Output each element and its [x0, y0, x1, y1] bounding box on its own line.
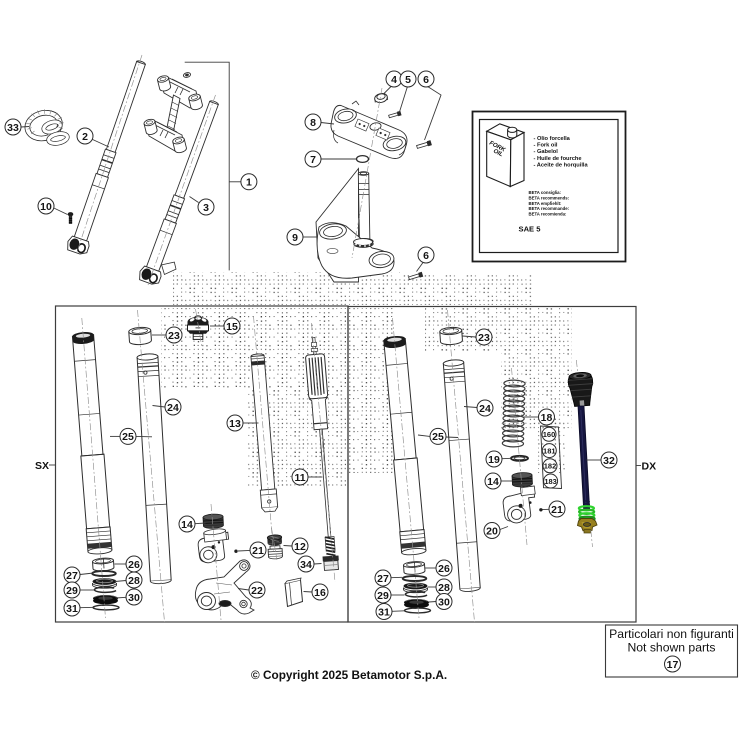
svg-text:26: 26 [438, 563, 450, 575]
svg-text:DX: DX [642, 461, 657, 473]
svg-text:Particolari non figuranti: Particolari non figuranti [609, 627, 734, 641]
svg-text:23: 23 [478, 332, 490, 344]
svg-text:BETA recommande:: BETA recommande: [529, 206, 570, 211]
svg-text:BETA recomienda:: BETA recomienda: [529, 212, 568, 217]
svg-text:6: 6 [423, 250, 429, 262]
svg-text:SAE 5: SAE 5 [519, 225, 542, 234]
svg-text:11: 11 [294, 472, 305, 484]
svg-text:2: 2 [82, 131, 88, 143]
svg-text:24: 24 [479, 403, 491, 415]
svg-text:19: 19 [488, 454, 500, 466]
svg-text:27: 27 [377, 573, 389, 585]
svg-text:© Copyright 2025 Betamotor S.p: © Copyright 2025 Betamotor S.p.A. [251, 668, 447, 682]
svg-text:22: 22 [251, 585, 263, 597]
svg-text:32: 32 [603, 455, 615, 467]
svg-text:17: 17 [667, 659, 679, 671]
svg-text:10: 10 [40, 201, 52, 213]
svg-text:181: 181 [543, 447, 556, 456]
svg-text:27: 27 [66, 570, 78, 582]
svg-text:24: 24 [167, 402, 179, 414]
svg-text:BETA recommends:: BETA recommends: [529, 195, 570, 200]
svg-text:3: 3 [203, 202, 209, 214]
svg-text:- Olio forcella: - Olio forcella [534, 136, 571, 142]
svg-text:182: 182 [544, 462, 557, 471]
svg-text:- Aceite de horquilla: - Aceite de horquilla [534, 162, 589, 168]
svg-text:21: 21 [252, 545, 264, 557]
svg-text:34: 34 [300, 559, 312, 571]
svg-text:12: 12 [294, 541, 306, 553]
svg-text:28: 28 [128, 575, 140, 587]
svg-text:5: 5 [405, 74, 411, 86]
svg-text:30: 30 [128, 592, 140, 604]
svg-text:Not shown parts: Not shown parts [627, 641, 715, 655]
svg-text:31: 31 [378, 606, 390, 618]
svg-text:28: 28 [438, 582, 450, 594]
svg-text:14: 14 [181, 519, 193, 531]
svg-text:29: 29 [66, 585, 78, 597]
svg-text:30: 30 [438, 596, 450, 608]
svg-text:33: 33 [7, 122, 19, 134]
svg-text:23: 23 [168, 330, 180, 342]
svg-text:- Gabelol: - Gabelol [534, 149, 559, 155]
svg-text:13: 13 [229, 418, 241, 430]
svg-text:1: 1 [246, 177, 252, 189]
svg-text:- Huile de fourche: - Huile de fourche [534, 156, 582, 162]
svg-text:160: 160 [543, 430, 556, 439]
svg-text:BETA empfiehlt:: BETA empfiehlt: [529, 201, 563, 206]
svg-text:14: 14 [487, 476, 499, 488]
svg-text:183: 183 [544, 477, 557, 486]
svg-text:26: 26 [128, 559, 140, 571]
svg-text:OIL: OIL [492, 148, 504, 158]
svg-text:9: 9 [292, 232, 298, 244]
svg-text:8: 8 [310, 117, 316, 129]
svg-text:29: 29 [377, 590, 389, 602]
svg-text:15: 15 [226, 321, 238, 333]
svg-text:25: 25 [432, 431, 444, 443]
svg-text:SX: SX [35, 460, 49, 472]
svg-text:- Fork oil: - Fork oil [534, 143, 558, 149]
svg-text:BETA consiglia:: BETA consiglia: [529, 190, 562, 195]
svg-text:31: 31 [66, 603, 78, 615]
svg-text:4: 4 [391, 74, 397, 86]
svg-text:20: 20 [486, 525, 498, 537]
svg-text:6: 6 [423, 74, 429, 86]
svg-text:25: 25 [122, 431, 134, 443]
svg-text:7: 7 [310, 154, 316, 166]
svg-text:18: 18 [541, 412, 553, 424]
svg-text:16: 16 [314, 587, 326, 599]
svg-text:21: 21 [551, 504, 563, 516]
